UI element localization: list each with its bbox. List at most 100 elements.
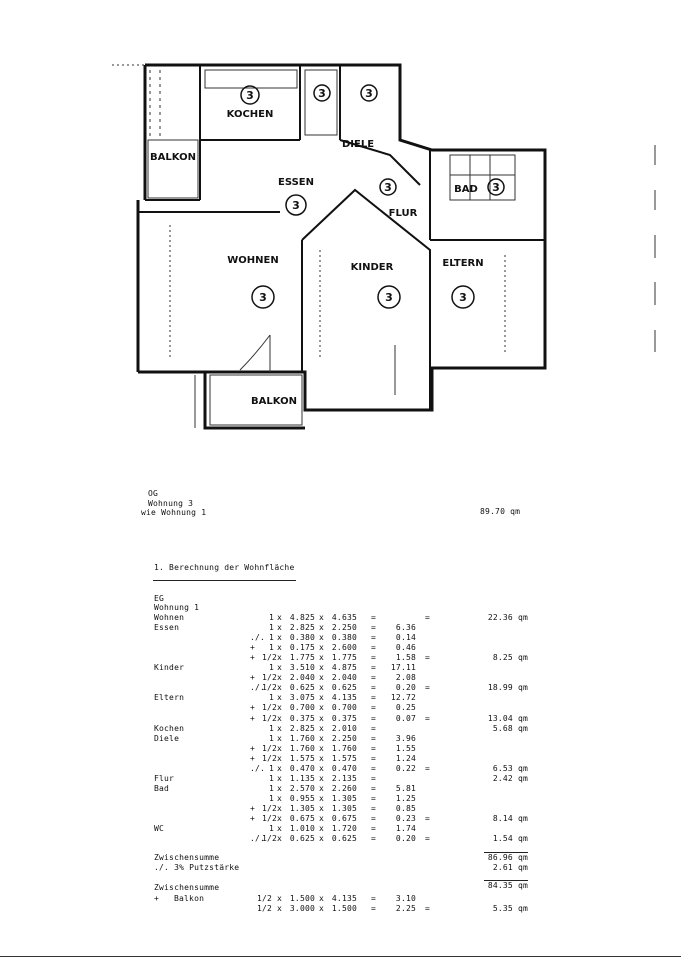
zwischensumme-1-value: 86.96 qm — [487, 853, 528, 862]
balkon2-x2: x — [319, 904, 325, 913]
marker-wc — [313, 84, 331, 102]
row-subtotal: 1.74 — [395, 824, 416, 833]
row-times-sign: x — [319, 814, 325, 823]
balkon-eq: = — [371, 894, 377, 903]
row-times-sign: x — [319, 754, 325, 763]
row-operator: + — [250, 754, 256, 763]
row-times-sign: x — [277, 623, 283, 632]
room-marker-number: 3 — [459, 291, 467, 304]
row-equals-sign: = — [371, 774, 377, 783]
row-times-sign: x — [277, 703, 283, 712]
row-width: 2.040 — [331, 673, 357, 682]
marker-eltern — [451, 285, 475, 309]
row-factor: 1 — [268, 774, 274, 783]
row-label: Bad — [154, 784, 170, 793]
row-width: 1.760 — [331, 744, 357, 753]
row-equals-sign: = — [371, 653, 377, 662]
row-operator: + — [250, 744, 256, 753]
row-times-sign: x — [319, 834, 325, 843]
row-subtotal: 3.96 — [395, 734, 416, 743]
row-factor: 1/2 — [262, 683, 278, 692]
row-times-sign: x — [277, 834, 283, 843]
room-label-kochen: KOCHEN — [227, 109, 274, 120]
row-total: 6.53 qm — [492, 764, 528, 773]
row-subtotal: 1.25 — [395, 794, 416, 803]
zwischensumme-1-rule — [484, 852, 528, 853]
row-times-sign: x — [277, 633, 283, 642]
section-title: 1. Berechnung der Wohnfläche — [154, 563, 295, 572]
row-subtotal: 2.08 — [395, 673, 416, 682]
room-label-bad: BAD — [454, 184, 478, 195]
row-equals-sign: = — [371, 683, 377, 692]
row-width: 0.625 — [331, 834, 357, 843]
outer-wall — [145, 63, 547, 430]
row-equals-sign: = — [371, 744, 377, 753]
row-equals-sign: = — [371, 643, 377, 652]
row-equals: = — [425, 653, 431, 662]
row-equals: = — [425, 683, 431, 692]
row-length: 0.470 — [289, 764, 315, 773]
row-length: 2.825 — [289, 623, 315, 632]
row-subtotal: 0.20 — [395, 683, 416, 692]
row-total: 22.36 qm — [487, 613, 528, 622]
row-equals-sign: = — [371, 814, 377, 823]
row-equals-sign: = — [371, 824, 377, 833]
row-length: 0.700 — [289, 703, 315, 712]
row-equals-sign: = — [371, 673, 377, 682]
row-length: 0.625 — [289, 834, 315, 843]
balkon2-b: 1.500 — [331, 904, 357, 913]
row-factor: 1/2 — [262, 744, 278, 753]
row-operator: + — [250, 643, 256, 652]
row-times-sign: x — [277, 804, 283, 813]
row-operator: ./. — [250, 683, 266, 692]
room-marker-number: 3 — [365, 87, 373, 100]
balkon-x1: x — [277, 894, 283, 903]
row-factor: 1/2 — [262, 754, 278, 763]
scan-bottom-edge — [0, 956, 681, 957]
room-label-essen: ESSEN — [278, 177, 314, 188]
row-factor: 1 — [268, 734, 274, 743]
row-equals: = — [425, 613, 431, 622]
balkon-x2: x — [319, 894, 325, 903]
header-same-as: wie Wohnung 1 — [141, 508, 207, 517]
row-equals-sign: = — [371, 804, 377, 813]
row-equals: = — [425, 814, 431, 823]
marker-kinder — [377, 285, 401, 309]
row-factor: 1 — [268, 623, 274, 632]
row-equals: = — [425, 764, 431, 773]
row-width: 2.260 — [331, 784, 357, 793]
row-operator: + — [250, 814, 256, 823]
row-times-sign: x — [319, 633, 325, 642]
row-times-sign: x — [319, 643, 325, 652]
row-length: 2.825 — [289, 724, 315, 733]
row-length: 0.955 — [289, 794, 315, 803]
row-total: 18.99 qm — [487, 683, 528, 692]
row-times-sign: x — [277, 754, 283, 763]
row-times-sign: x — [277, 794, 283, 803]
row-equals: = — [425, 714, 431, 723]
row-length: 0.380 — [289, 633, 315, 642]
row-equals-sign: = — [371, 703, 377, 712]
row-factor: 1 — [268, 613, 274, 622]
row-times-sign: x — [319, 744, 325, 753]
row-total: 8.14 qm — [492, 814, 528, 823]
row-length: 0.175 — [289, 643, 315, 652]
row-width: 0.375 — [331, 714, 357, 723]
row-times-sign: x — [277, 693, 283, 702]
row-times-sign: x — [277, 814, 283, 823]
row-times-sign: x — [277, 673, 283, 682]
room-label-flur: FLUR — [389, 208, 418, 219]
row-total: 5.68 qm — [492, 724, 528, 733]
row-times-sign: x — [319, 683, 325, 692]
row-times-sign: x — [319, 693, 325, 702]
row-equals-sign: = — [371, 794, 377, 803]
row-factor: 1/2 — [262, 804, 278, 813]
row-operator: + — [250, 673, 256, 682]
row-factor: 1 — [268, 824, 274, 833]
row-subtotal: 0.46 — [395, 643, 416, 652]
room-label-balkon-left: BALKON — [150, 152, 196, 163]
row-width: 2.250 — [331, 623, 357, 632]
row-label: Diele — [154, 734, 180, 743]
row-times-sign: x — [277, 784, 283, 793]
row-times-sign: x — [277, 613, 283, 622]
